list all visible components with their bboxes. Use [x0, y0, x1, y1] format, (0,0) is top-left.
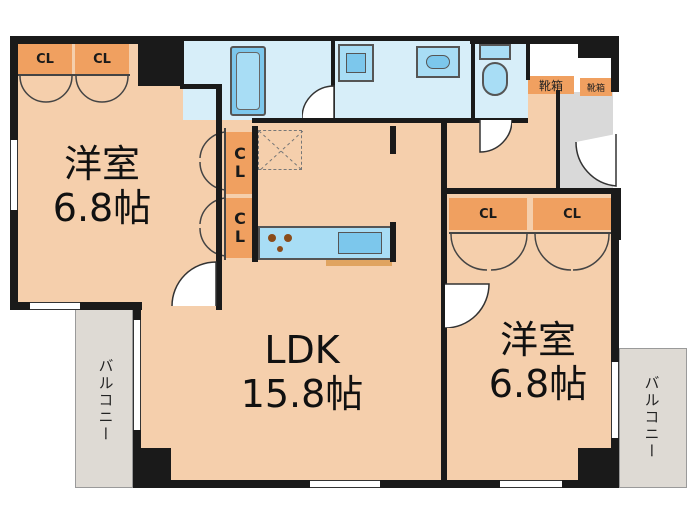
western-room-right-size: 6.8帖 [488, 362, 588, 406]
wall-top-mid [180, 36, 480, 41]
wall-top-left [10, 36, 184, 44]
balcony-right [619, 348, 687, 488]
closet-right-top-2: CL [533, 198, 611, 230]
kitchen-sink [338, 232, 382, 254]
wall-right-top [611, 36, 619, 92]
door-entrance [574, 132, 618, 188]
column-top-left [138, 36, 184, 86]
ldk-name: LDK [264, 328, 340, 372]
closet-hall-1: C L [226, 132, 254, 194]
window-right-room [611, 362, 619, 438]
window-bottom-right [500, 480, 562, 488]
wall-wash-toilet [471, 40, 475, 122]
wall-hall-left [252, 126, 258, 262]
window-bottom-ldk [310, 480, 380, 488]
balcony-left [75, 308, 133, 488]
window-left-bottom [30, 302, 80, 310]
western-room-right-floor [445, 192, 613, 482]
closet-left-top-2: CL [75, 44, 129, 74]
wall-ldk-right [441, 120, 447, 484]
wall-kitchen-stub [390, 222, 396, 262]
closet-right-top-1: CL [449, 198, 527, 230]
closet-hall-1-c: C [234, 144, 246, 163]
wall-entrance-right [556, 188, 619, 194]
closet-hall-2-c: C [234, 209, 246, 228]
ldk-floor [137, 220, 445, 482]
wall-bath-bottom [180, 84, 220, 89]
wall-room-right-top [441, 188, 561, 194]
western-room-left-label: 洋室 6.8帖 [32, 142, 172, 242]
door-bathroom [301, 84, 336, 119]
wall-hall-stub [390, 126, 396, 154]
toilet [479, 44, 511, 60]
kitchen-counter [258, 226, 392, 260]
western-room-left-size: 6.8帖 [52, 186, 152, 230]
door-toilet [478, 119, 513, 154]
wall-entrance-step [556, 90, 560, 190]
wall-room-left-right [216, 84, 222, 310]
washing-machine [416, 46, 460, 78]
bathtub [230, 46, 266, 116]
closet-hall-2-l: L [234, 227, 246, 246]
kitchen-step [326, 260, 392, 266]
closet-right-doors [449, 232, 611, 274]
stove [262, 230, 300, 256]
balcony-left-label: バルコニー [96, 357, 115, 443]
door-right-room [444, 282, 491, 329]
closet-left-doors [18, 74, 130, 108]
wall-toilet-right [526, 40, 530, 80]
shoe-cabinet-2: 靴箱 [580, 78, 612, 96]
closet-hall-2: C L [226, 198, 254, 258]
wall-bath-wash [331, 40, 335, 122]
western-room-right-name: 洋室 [499, 318, 576, 362]
western-room-right-label: 洋室 6.8帖 [468, 318, 608, 418]
closet-left-top-1: CL [18, 44, 72, 74]
refrigerator-space [258, 130, 303, 171]
wall-wet-bottom [252, 118, 528, 123]
western-room-left-name: 洋室 [63, 142, 140, 186]
closet-hall-1-l: L [234, 162, 246, 181]
column-top-right [578, 36, 619, 58]
wall-top-right [470, 36, 619, 44]
ldk-label: LDK 15.8帖 [212, 328, 392, 428]
wall-right-bottom [611, 188, 619, 488]
balcony-right-label: バルコニー [642, 374, 661, 460]
shoe-cabinet-1: 靴箱 [528, 76, 574, 94]
ldk-size: 15.8帖 [240, 372, 364, 416]
column-bottom-right [578, 448, 619, 488]
window-ldk-left [133, 320, 141, 430]
window-left-room [10, 140, 18, 210]
column-bottom-left [133, 448, 171, 488]
toilet-bowl [482, 62, 508, 96]
washbasin [338, 44, 374, 82]
door-left-room [166, 260, 218, 307]
column-right-mid [611, 188, 621, 240]
